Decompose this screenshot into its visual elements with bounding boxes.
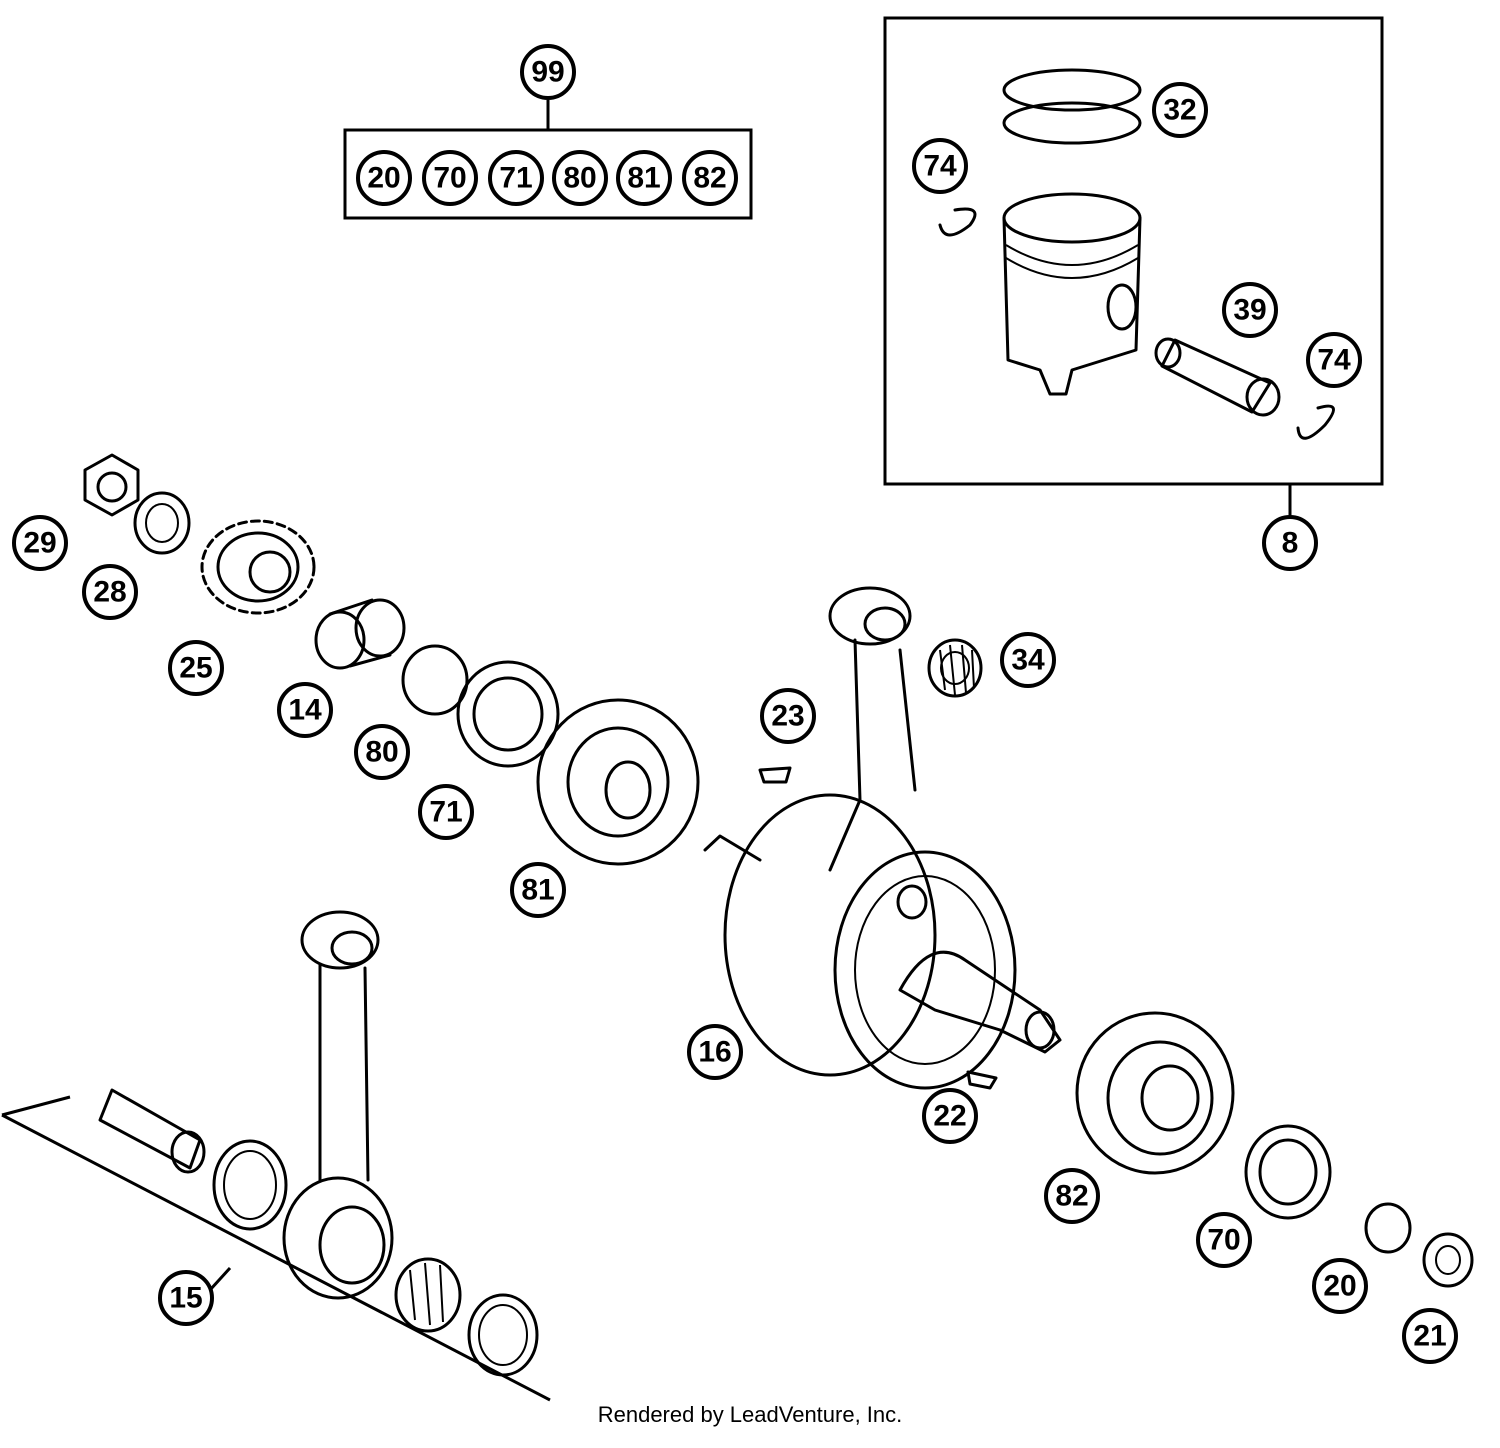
svg-text:71: 71: [429, 796, 462, 829]
svg-text:29: 29: [23, 527, 56, 560]
svg-text:81: 81: [627, 162, 660, 195]
svg-text:82: 82: [1055, 1180, 1088, 1213]
spacer-bushing: [314, 598, 406, 670]
woodruff-key-23: [758, 766, 792, 784]
callout-81[interactable]: 81: [510, 862, 566, 918]
callout-14[interactable]: 14: [277, 682, 333, 738]
piston: [1002, 192, 1142, 396]
svg-text:16: 16: [698, 1036, 731, 1069]
piston-rings: [1002, 68, 1142, 145]
callout-82[interactable]: 82: [1044, 1168, 1100, 1224]
callout-74-bottom[interactable]: 74: [1306, 332, 1362, 388]
callout-22[interactable]: 22: [922, 1088, 978, 1144]
svg-text:70: 70: [1207, 1224, 1240, 1257]
svg-text:71: 71: [499, 162, 532, 195]
kit-callout-80[interactable]: 80: [552, 150, 608, 206]
callout-70[interactable]: 70: [1196, 1212, 1252, 1268]
svg-text:8: 8: [1282, 527, 1299, 560]
washer-right: [1364, 1202, 1412, 1254]
kit-callout-20[interactable]: 20: [356, 150, 412, 206]
connecting-rod-kit: [1, 910, 551, 1402]
svg-text:14: 14: [288, 694, 322, 727]
svg-text:28: 28: [93, 576, 126, 609]
crankshaft-assembly: [703, 586, 1062, 1090]
callout-29[interactable]: 29: [12, 515, 68, 571]
nut-right: [1422, 1232, 1474, 1288]
callout-8[interactable]: 8: [1262, 515, 1318, 571]
kit-box-99: [343, 100, 753, 220]
svg-text:80: 80: [563, 162, 596, 195]
svg-text:99: 99: [531, 56, 564, 89]
svg-text:32: 32: [1163, 94, 1196, 127]
callout-39[interactable]: 39: [1222, 282, 1278, 338]
callout-71[interactable]: 71: [418, 784, 474, 840]
nut: [83, 453, 140, 517]
kit-callout-81[interactable]: 81: [616, 150, 672, 206]
circlip-bottom: [1296, 404, 1335, 440]
svg-text:22: 22: [933, 1100, 966, 1133]
callout-25[interactable]: 25: [168, 640, 224, 696]
svg-text:21: 21: [1413, 1320, 1446, 1353]
piston-kit-box: [883, 16, 1384, 518]
piston-pin: [1154, 337, 1281, 417]
svg-text:74: 74: [923, 150, 957, 183]
svg-text:23: 23: [771, 700, 804, 733]
primary-gear: [200, 519, 316, 615]
shaft-seal-right: [1244, 1124, 1332, 1220]
o-ring: [401, 644, 469, 716]
svg-text:74: 74: [1317, 344, 1351, 377]
svg-text:81: 81: [521, 874, 554, 907]
callout-15[interactable]: 15: [158, 1270, 214, 1326]
callout-23[interactable]: 23: [760, 688, 816, 744]
circlip-top: [938, 207, 977, 237]
callout-32[interactable]: 32: [1152, 82, 1208, 138]
callout-74-top[interactable]: 74: [912, 138, 968, 194]
svg-text:70: 70: [433, 162, 466, 195]
svg-text:34: 34: [1011, 644, 1045, 677]
callout-16[interactable]: 16: [687, 1024, 743, 1080]
needle-bearing-top: [927, 638, 983, 698]
callout-20[interactable]: 20: [1312, 1258, 1368, 1314]
main-bearing-left: [536, 698, 700, 866]
callout-21[interactable]: 21: [1402, 1308, 1458, 1364]
svg-text:82: 82: [693, 162, 726, 195]
kit-callout-71[interactable]: 71: [488, 150, 544, 206]
svg-text:80: 80: [365, 736, 398, 769]
svg-text:20: 20: [367, 162, 400, 195]
svg-text:15: 15: [169, 1282, 202, 1315]
render-credit: Rendered by LeadVenture, Inc.: [597, 1402, 903, 1427]
main-bearing-right: [1075, 1011, 1235, 1175]
kit-callout-82[interactable]: 82: [682, 150, 738, 206]
svg-text:20: 20: [1323, 1270, 1356, 1303]
svg-text:39: 39: [1233, 294, 1266, 327]
woodruff-key-22: [966, 1070, 998, 1090]
callout-28[interactable]: 28: [82, 564, 138, 620]
callout-80[interactable]: 80: [354, 724, 410, 780]
svg-text:25: 25: [179, 652, 212, 685]
kit-callout-70[interactable]: 70: [422, 150, 478, 206]
callout-34[interactable]: 34: [1000, 632, 1056, 688]
shaft-seal: [456, 660, 560, 768]
lock-washer: [133, 491, 191, 555]
callout-99[interactable]: 99: [520, 44, 576, 100]
